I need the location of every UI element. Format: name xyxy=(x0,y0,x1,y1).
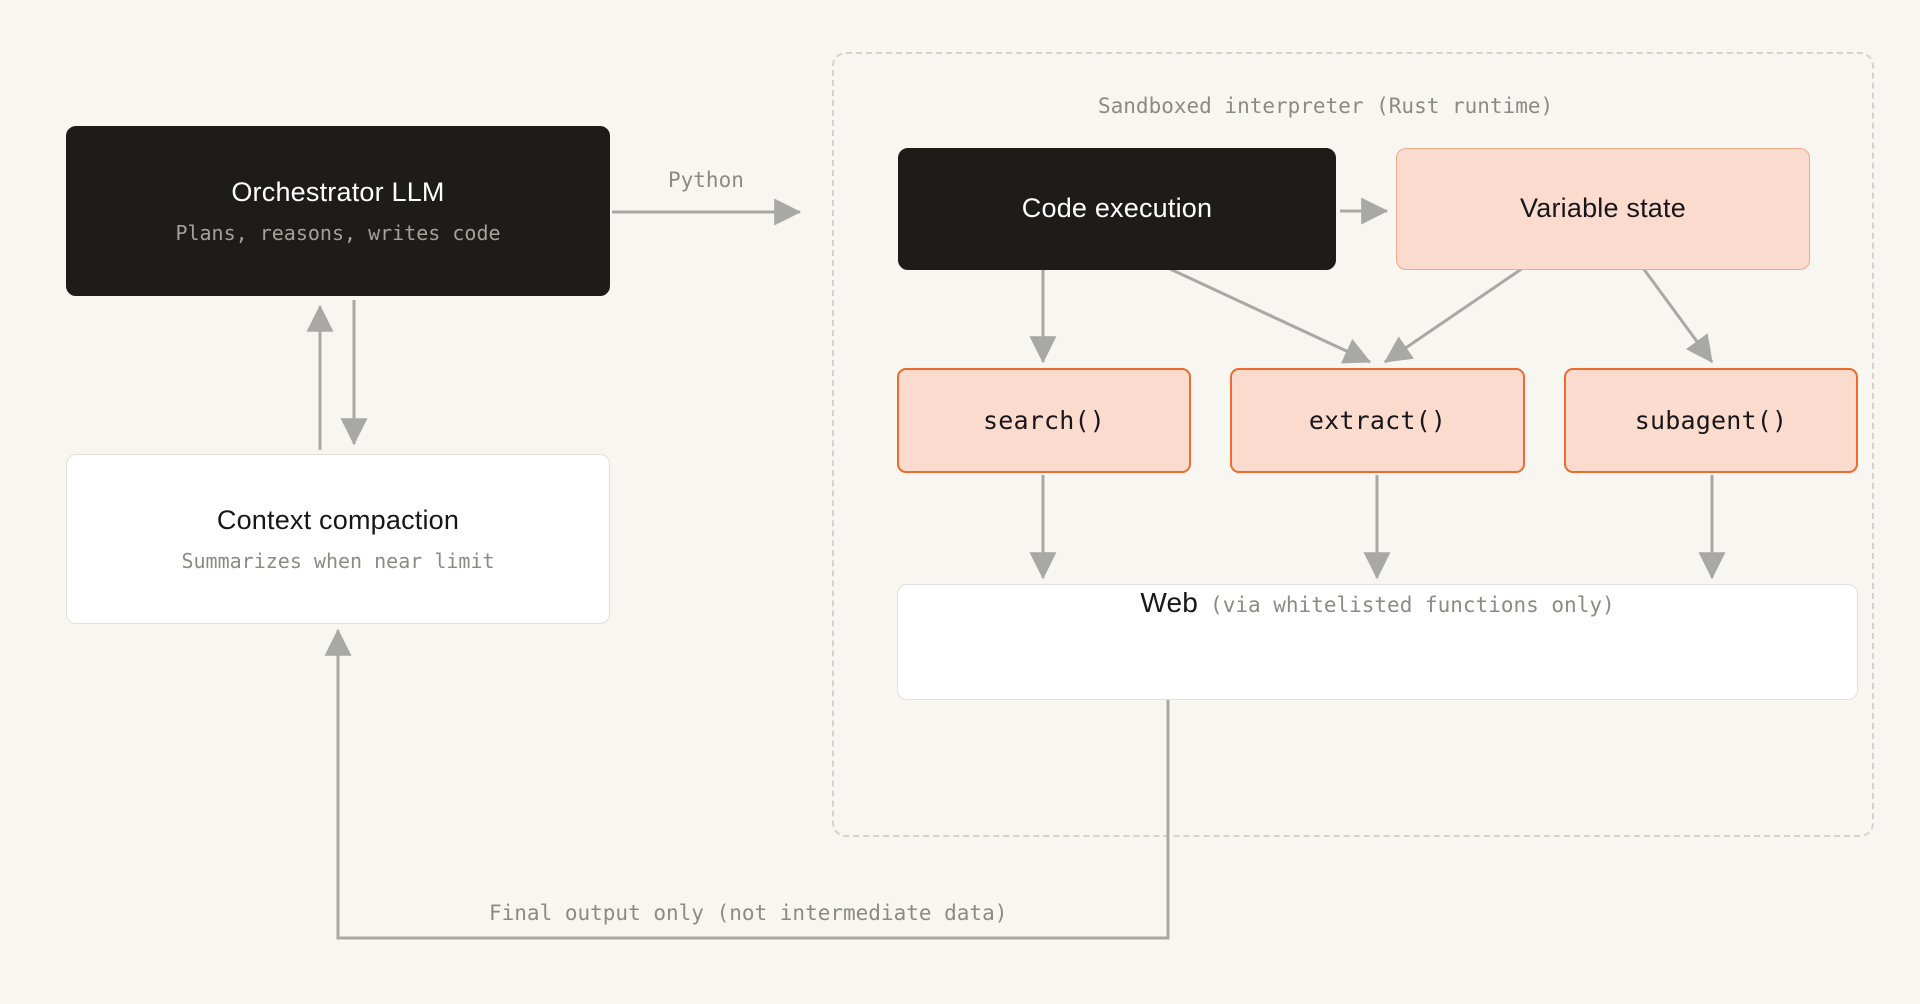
node-code-execution[interactable]: Code execution xyxy=(898,148,1336,270)
node-search-function[interactable]: search() xyxy=(897,368,1191,473)
node-subagent-function-title: subagent() xyxy=(1634,405,1788,435)
node-subagent-function[interactable]: subagent() xyxy=(1564,368,1858,473)
node-context-compaction[interactable]: Context compaction Summarizes when near … xyxy=(66,454,610,624)
node-code-execution-title: Code execution xyxy=(1021,193,1213,224)
node-variable-state[interactable]: Variable state xyxy=(1396,148,1810,270)
node-web-title: Web xyxy=(1140,587,1199,618)
node-orchestrator-llm-title: Orchestrator LLM xyxy=(231,176,445,207)
node-extract-function-title: extract() xyxy=(1308,405,1447,435)
node-context-compaction-title: Context compaction xyxy=(216,504,460,535)
node-orchestrator-llm[interactable]: Orchestrator LLM Plans, reasons, writes … xyxy=(66,126,610,296)
node-extract-function[interactable]: extract() xyxy=(1230,368,1525,473)
node-orchestrator-llm-subtitle: Plans, reasons, writes code xyxy=(175,221,501,246)
sandbox-container xyxy=(832,52,1874,837)
node-variable-state-title: Variable state xyxy=(1520,193,1686,224)
node-context-compaction-subtitle: Summarizes when near limit xyxy=(181,549,495,574)
edge-label-python: Python xyxy=(668,168,744,192)
sandbox-label: Sandboxed interpreter (Rust runtime) xyxy=(1098,94,1554,118)
edge-label-final-output: Final output only (not intermediate data… xyxy=(489,901,1008,925)
node-search-function-title: search() xyxy=(982,405,1105,435)
node-web[interactable]: Web (via whitelisted functions only) xyxy=(897,584,1858,700)
node-web-subtitle: (via whitelisted functions only) xyxy=(1210,593,1615,617)
